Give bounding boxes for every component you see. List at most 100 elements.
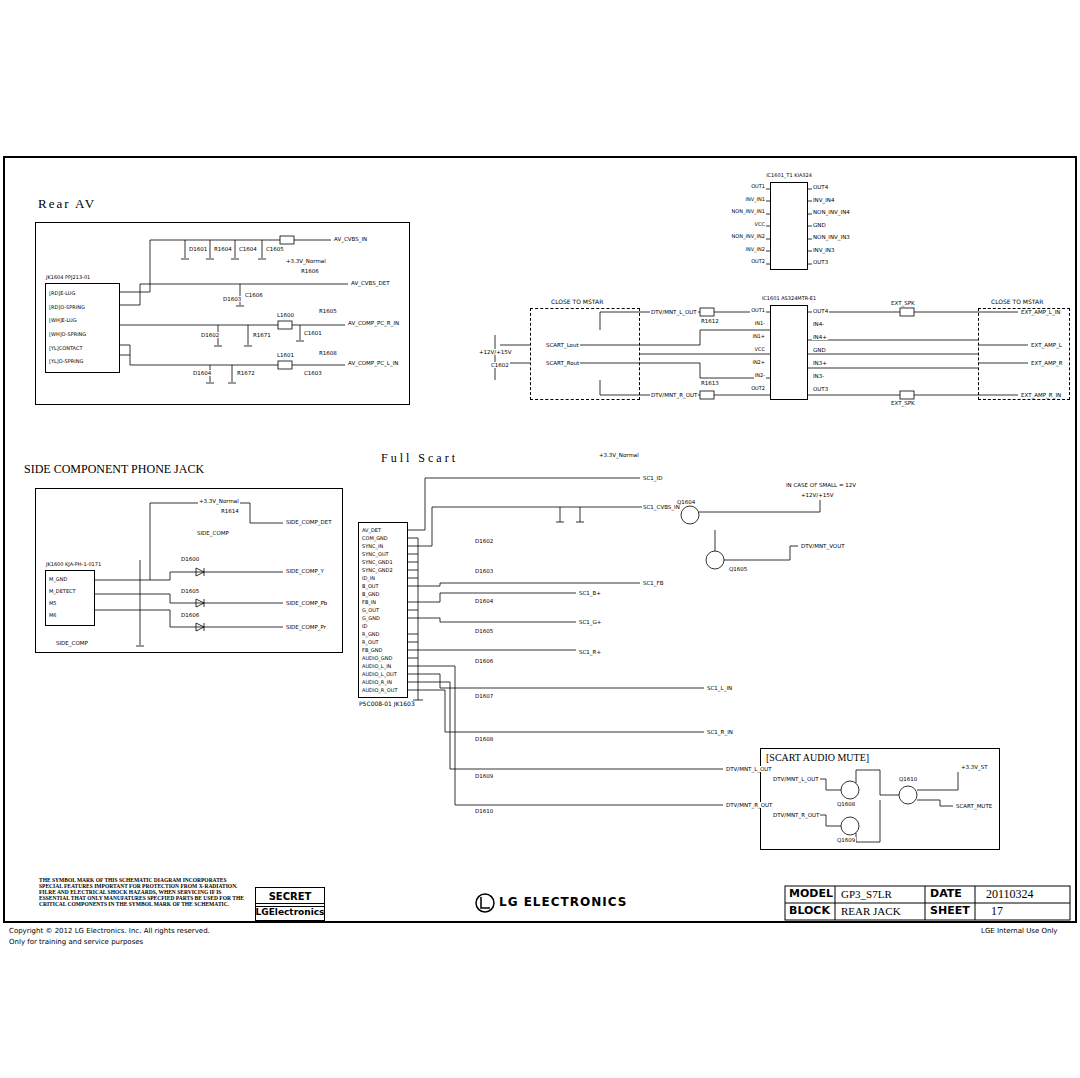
signal-label: GND <box>812 347 827 353</box>
signal-label: SC1_ID <box>642 475 663 481</box>
schematic-circle <box>681 506 699 524</box>
signal-label: VCC <box>754 347 766 353</box>
signal-label: EXT_AMP_R_IN <box>1020 392 1062 398</box>
pin-name: M_GND <box>49 577 67 583</box>
signal-label: D1600 <box>180 556 200 562</box>
signal-label: VCC <box>754 222 766 228</box>
signal-label: IN4+ <box>812 334 828 340</box>
signal-label: NON_INV_IN4 <box>812 209 851 215</box>
schematic-block: [SCART AUDIO MUTE] <box>760 748 1000 850</box>
pin-name: AV_DET <box>362 526 381 534</box>
signal-label: AV_CVBS_DET <box>350 280 391 286</box>
signal-label: C1603 <box>303 370 323 376</box>
block-body <box>771 183 807 269</box>
pin-name: SYNC_IN <box>362 542 383 550</box>
schematic-block: LGElectronics <box>255 903 325 921</box>
signal-label: THE SYMBOL MARK OF THIS SCHEMATIC DIAGRA… <box>38 877 250 907</box>
schematic-path <box>556 500 820 560</box>
signal-label: NON_INV_IN1 <box>731 209 766 215</box>
block-body <box>36 223 409 404</box>
pin-name: FB_IN <box>362 598 376 606</box>
signal-label: IN4- <box>812 321 825 327</box>
signal-label: D1606 <box>474 658 494 664</box>
side-component-wires <box>95 503 283 646</box>
signal-label: INV_IN4 <box>812 197 835 203</box>
signal-label: D1604 <box>192 370 212 376</box>
signal-label: DTV/MNT_L_OUT <box>650 309 698 315</box>
block-heading: [SCART AUDIO MUTE] <box>766 752 869 764</box>
signal-label: EXT_AMP_L_IN <box>1020 309 1061 315</box>
signal-label: GP3_S7LR <box>840 888 893 900</box>
signal-label: IN1+ <box>751 334 766 340</box>
scart-wires <box>408 478 820 805</box>
signal-label: INV_IN3 <box>812 247 835 253</box>
schematic-circle <box>899 786 917 804</box>
signal-label: MODEL <box>788 888 834 900</box>
signal-label: AV_COMP_PC_L_IN <box>347 360 399 366</box>
signal-label: L1600 <box>276 312 295 318</box>
signal-label: +12V/+15V <box>800 492 835 498</box>
signal-label: DTV/MNT_R_OUT <box>725 802 773 808</box>
pin-name: [WH]E-LUG <box>49 318 77 324</box>
signal-label: EXT_AMP_L <box>1030 342 1063 348</box>
signal-label: SC1_R+ <box>578 649 602 655</box>
connector-jack: JK1604 PPJ213-01[RD]E-LUG[RD]O-SPRING[WH… <box>45 283 120 373</box>
signal-label: D1601 <box>188 246 208 252</box>
signal-wire <box>808 354 978 355</box>
signal-label: R1612 <box>700 318 720 324</box>
signal-label: SC1_B+ <box>578 590 602 596</box>
block-body: AV_DETCOM_GNDSYNC_INSYNC_OUTSYNC_GND1SYN… <box>359 523 407 697</box>
signal-label: Q1608 <box>836 801 856 807</box>
signal-label: C1604 <box>238 246 258 252</box>
signal-label: IN2- <box>754 373 766 379</box>
pin-name: AUDIO_L_IN <box>362 662 391 670</box>
signal-label: D1603 <box>474 568 494 574</box>
signal-label: DTV/MNT_VOUT <box>800 543 846 549</box>
signal-label: Q1604 <box>676 499 696 505</box>
signal-label: DTV/MNT_L_OUT <box>772 776 820 782</box>
signal-label: REAR JACK <box>840 905 902 917</box>
signal-label: OUT3 <box>812 386 829 392</box>
signal-label: SC1_R_IN <box>706 729 734 735</box>
block-heading: LGElectronics <box>256 907 325 917</box>
signal-label: R1613 <box>700 380 720 386</box>
block-body: [SCART AUDIO MUTE] <box>761 749 999 849</box>
schematic-block: CLOSE TO MSTAR <box>978 308 1070 400</box>
block-body: M_GNDM_DETECTM5M6 <box>46 571 94 625</box>
signal-label: +3.3V_ST <box>960 764 989 770</box>
signal-label: DTV/MNT_L_OUT <box>725 766 773 772</box>
signal-label: SCART_Rout <box>545 360 580 366</box>
schematic-path <box>120 240 348 383</box>
block-heading: JK1604 PPJ213-01 <box>46 275 90 281</box>
signal-label: Only for training and service purposes <box>8 939 144 947</box>
signal-label: INV_IN2 <box>744 247 766 253</box>
block-heading: SECRET <box>269 891 312 903</box>
signal-label: D1607 <box>474 693 494 699</box>
rear-av-wires <box>120 236 348 383</box>
block-body <box>771 306 807 399</box>
signal-label: C1601 <box>303 330 323 336</box>
signal-label: BLOCK <box>788 905 831 917</box>
schematic-rect <box>278 321 292 329</box>
block-heading: CLOSE TO MSTAR <box>991 299 1043 306</box>
signal-label: SCART_MUTE <box>955 803 993 809</box>
schematic-block: JK1600 KJA-PH-1-0171M_GNDM_DETECTM5M6SID… <box>35 488 343 653</box>
signal-label: R1604 <box>213 246 233 252</box>
signal-label: GND <box>812 222 827 228</box>
block-body <box>979 309 1069 399</box>
pin-name: R_OUT <box>362 638 379 646</box>
schematic-rect <box>785 886 1070 920</box>
schematic-path <box>766 189 812 264</box>
signal-label: R1608 <box>318 350 338 356</box>
signal-label: SC1_G+ <box>578 619 602 625</box>
block-heading: SIDE COMPONENT PHONE JACK <box>24 463 204 477</box>
signal-label: SHEET <box>929 905 971 917</box>
signal-label: R1605 <box>318 308 338 314</box>
signal-label: D1606 <box>180 612 200 618</box>
signal-label: IN3- <box>812 373 825 379</box>
block-heading: Rear AV <box>38 197 96 212</box>
schematic-rect <box>700 308 714 316</box>
signal-label: OUT4 <box>812 184 829 190</box>
signal-label: D1605 <box>474 628 494 634</box>
signal-label: Q1609 <box>836 837 856 843</box>
